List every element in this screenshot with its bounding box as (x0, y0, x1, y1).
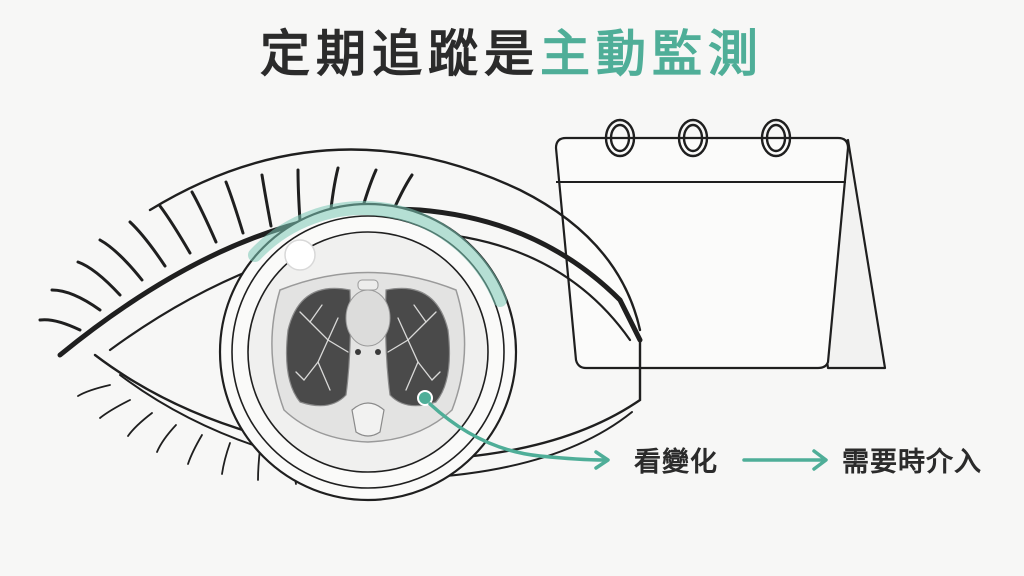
arrow-head-1 (594, 450, 610, 470)
arrow-head-2 (812, 449, 828, 471)
focus-point (417, 390, 433, 406)
page-title: 定期追蹤是主動監測 (0, 14, 1024, 86)
arrow-curve (428, 402, 606, 462)
title-part-dark: 定期追蹤是 (260, 25, 540, 83)
title-part-accent: 主動監測 (540, 25, 764, 83)
flow-step-watch-change: 看變化 (634, 447, 718, 478)
calendar-rings (604, 118, 792, 158)
flow-step-intervene: 需要時介入 (842, 447, 982, 478)
calendar-icon (554, 118, 887, 370)
flow-arrows (417, 390, 828, 471)
lung-ct-scan (271, 271, 466, 443)
